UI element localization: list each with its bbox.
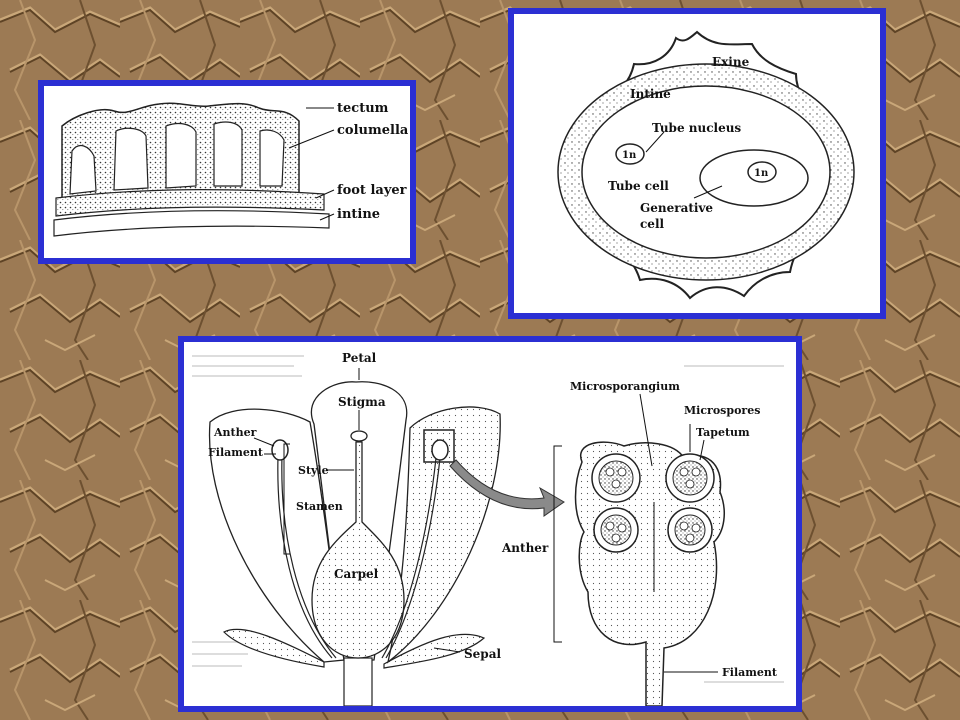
filament-label: Filament [208, 446, 264, 459]
left-anther [271, 439, 289, 461]
pollen-grain-diagram: 1n 1n Exine Intine Tube nucleus Tube cel… [557, 30, 855, 300]
stigma-label: Stigma [338, 395, 386, 409]
generative-cell-label-line2: cell [640, 217, 665, 231]
left-sepal [222, 628, 325, 668]
foot-layer-label: foot layer [337, 183, 407, 198]
anther-highlight-box [423, 429, 455, 463]
stamen-label: Stamen [296, 500, 343, 513]
generative-cell-label-line1: Generative [640, 201, 713, 215]
pollen-wall-diagram: tectum columella foot layer intine [53, 101, 409, 237]
generative-ploidy: 1n [754, 168, 769, 179]
tube-nucleus-label: Tube nucleus [652, 121, 741, 135]
exine-label: Exine [712, 55, 750, 69]
sepal-label: Sepal [464, 647, 501, 661]
flower-anther-diagram: Petal Stigma Anther Filament Style Stame… [192, 351, 784, 706]
stem [343, 657, 373, 706]
columella-label: columella [337, 123, 409, 138]
tube-cell-label: Tube cell [608, 179, 669, 193]
filament-detail-label: Filament [722, 666, 778, 679]
tube-nucleus [615, 143, 645, 165]
pollen-wall-diagram-panel: tectum columella foot layer intine [38, 80, 416, 264]
stigma [350, 430, 368, 442]
microspores-label: Microspores [684, 404, 760, 417]
petal-label: Petal [342, 351, 377, 365]
microsporangium-label: Microsporangium [570, 380, 680, 393]
right-anther [431, 439, 449, 461]
intine-band [53, 210, 330, 237]
anther-detail-label: Anther [501, 541, 549, 555]
foot-layer-band [55, 189, 325, 217]
intine-label: intine [337, 207, 380, 222]
flower-anther-diagram-panel: Petal Stigma Anther Filament Style Stame… [178, 336, 802, 712]
right-sepal [383, 633, 486, 669]
tectum-label: tectum [337, 101, 389, 116]
right-petal [386, 406, 501, 664]
intine-label: Intine [630, 87, 671, 101]
carpel-label: Carpel [334, 567, 379, 581]
pollen-grain-diagram-panel: 1n 1n Exine Intine Tube nucleus Tube cel… [508, 8, 886, 319]
tapetum-label: Tapetum [696, 426, 750, 439]
faint-page-text [192, 355, 784, 683]
carpel [311, 441, 405, 659]
tube-nucleus-ploidy: 1n [622, 150, 637, 161]
anther-label: Anther [213, 426, 257, 439]
style-label: Style [298, 464, 329, 477]
